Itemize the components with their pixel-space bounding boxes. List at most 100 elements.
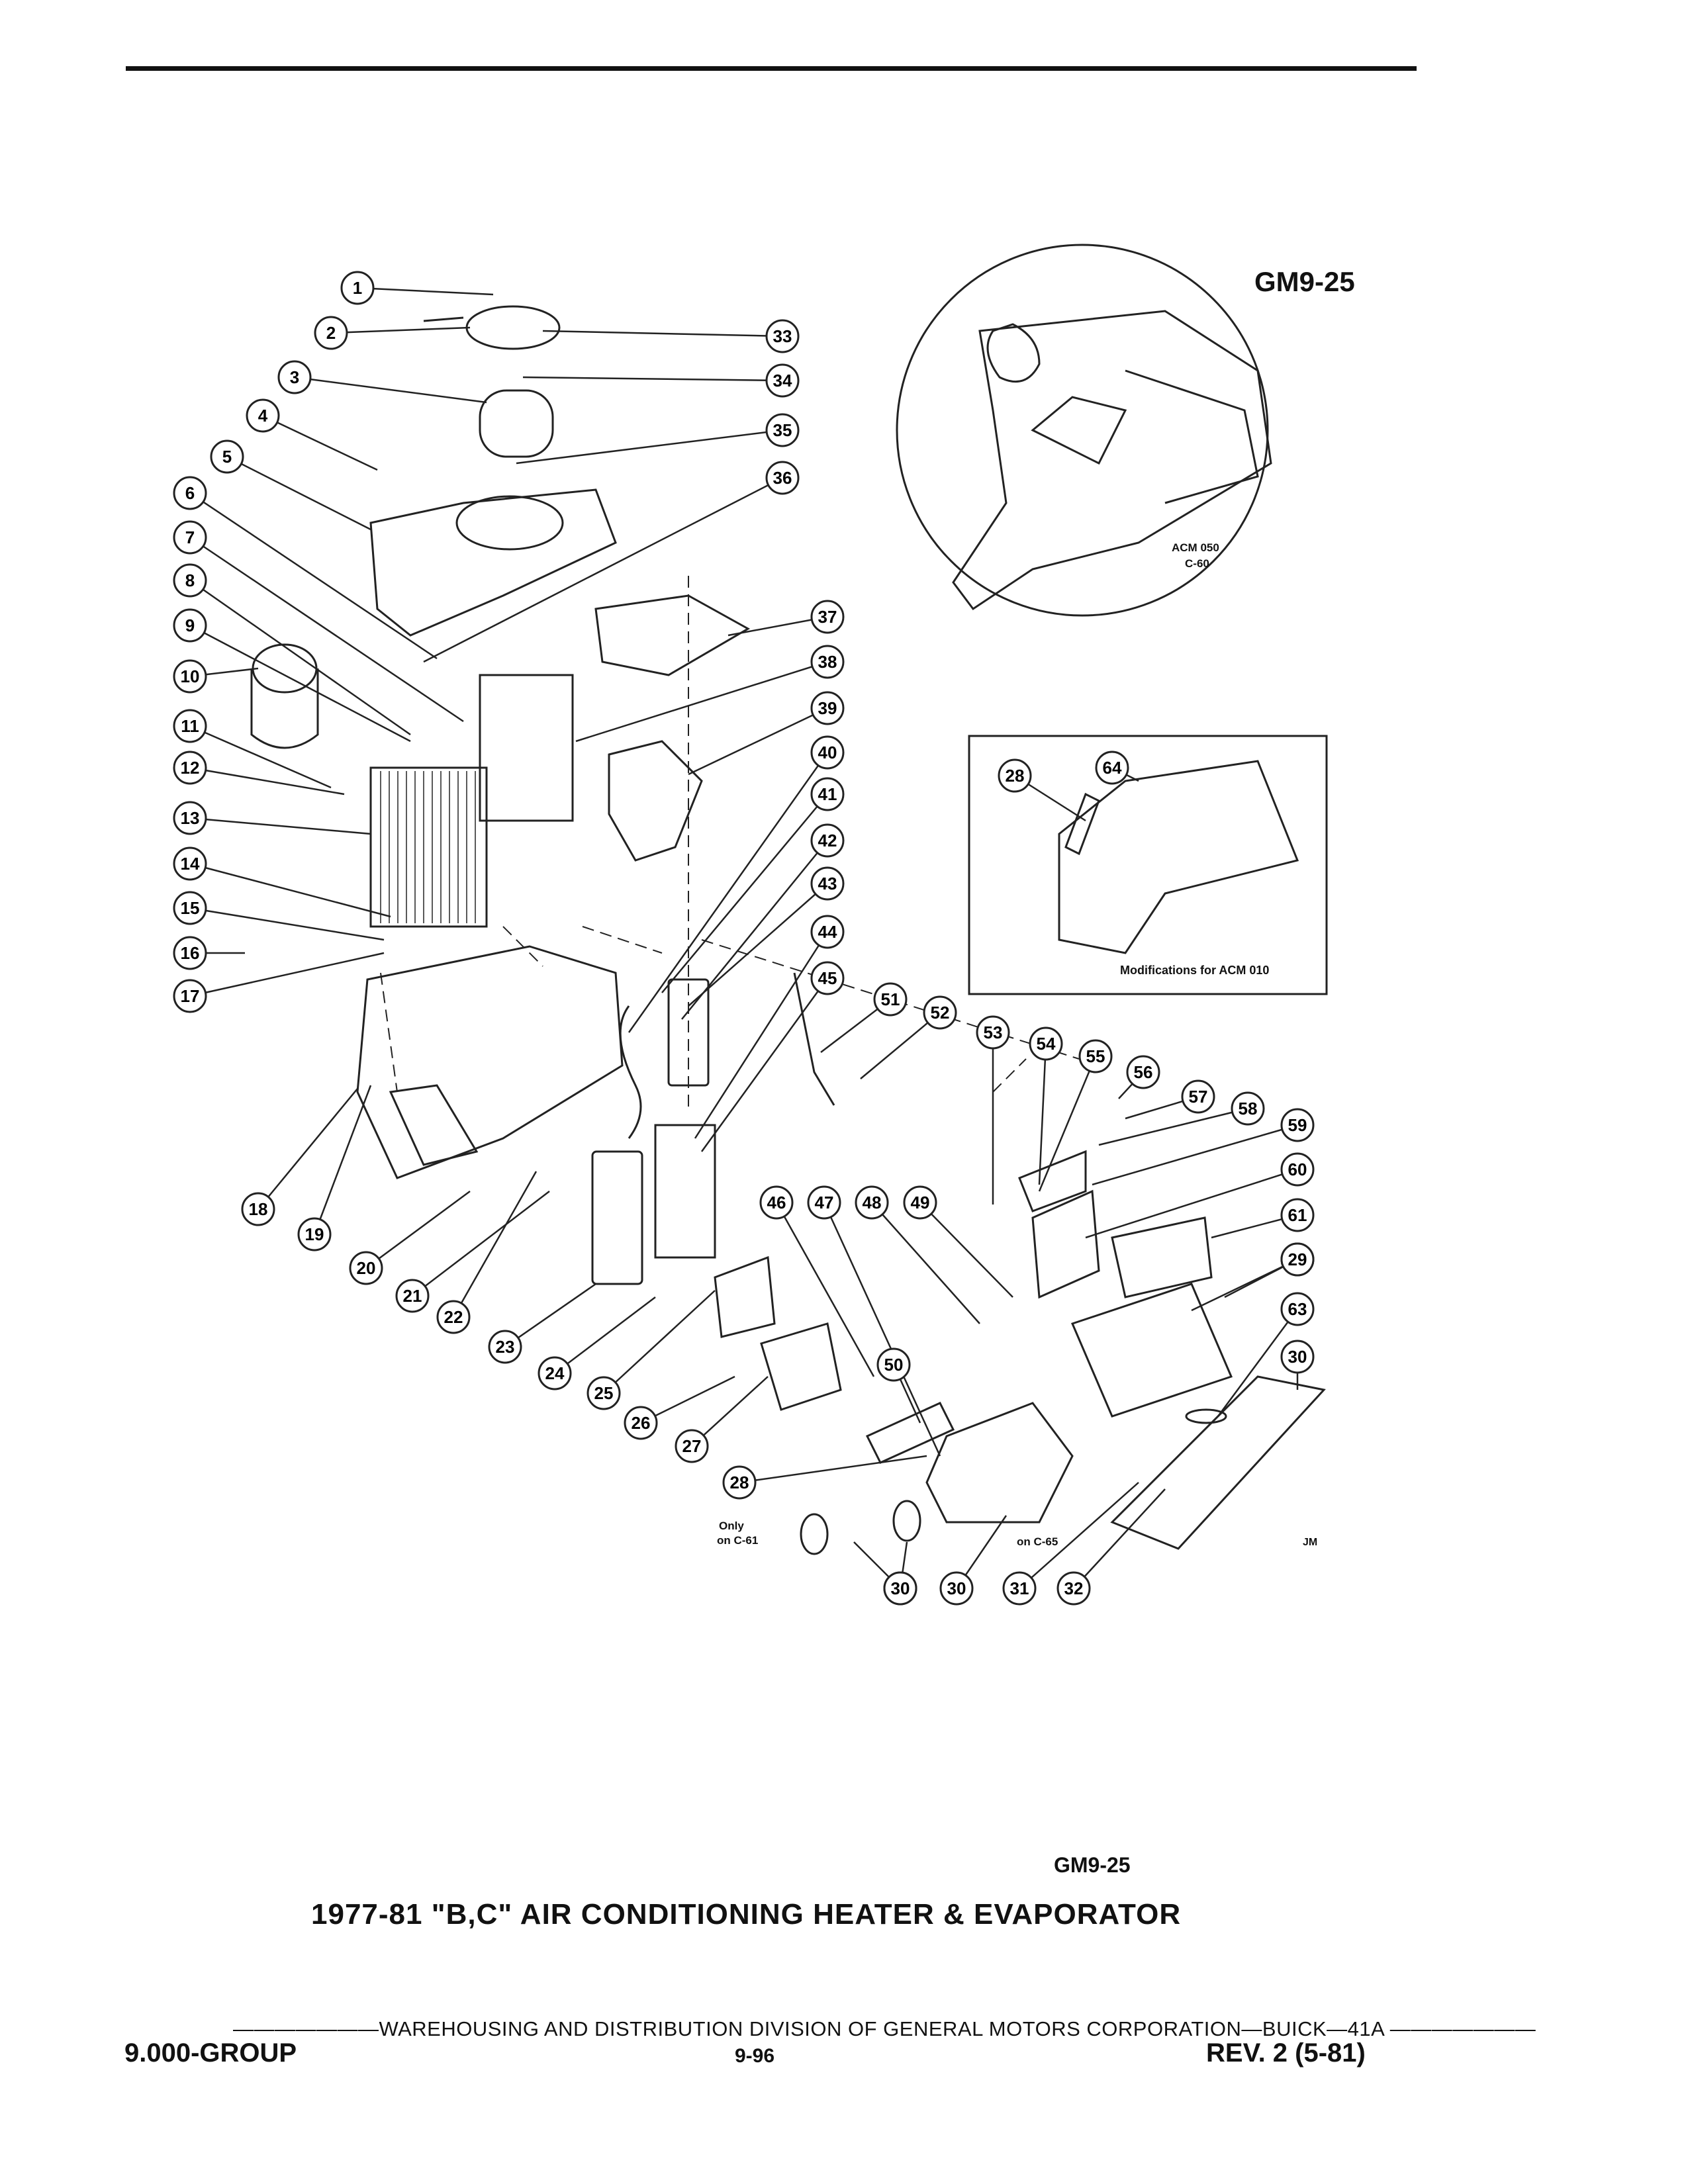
callout-number: 15 [181, 898, 200, 918]
callout-leader [575, 660, 828, 743]
callout-number: 13 [181, 808, 200, 828]
callout-bubble [173, 608, 207, 643]
only-label: Only [719, 1520, 744, 1532]
evaporator-core-frame-38 [479, 674, 574, 822]
callout-leader [1092, 1124, 1298, 1186]
callout-leader [189, 766, 345, 796]
callout-leader [871, 1202, 980, 1324]
blower-wheel [479, 389, 554, 458]
callout-number: 45 [818, 968, 837, 988]
callout-number: 30 [891, 1578, 910, 1598]
actuator-62 [1185, 1408, 1227, 1424]
artist-mark: JM [1303, 1537, 1318, 1548]
blower-case [369, 488, 617, 637]
callout-number: 6 [185, 483, 195, 503]
callout-leader [365, 1190, 471, 1269]
callout-number: 58 [1239, 1099, 1258, 1118]
temp-door-25 [714, 1255, 776, 1338]
duct-section-37 [594, 594, 751, 676]
callout-leader [189, 817, 371, 835]
callout-number: 51 [881, 989, 900, 1009]
callout-number: 64 [1103, 758, 1122, 778]
callout-bubble [883, 1571, 917, 1606]
air-outlet-28 [1070, 1283, 1233, 1418]
callout-leader [700, 978, 829, 1152]
callout-number: 63 [1288, 1299, 1307, 1319]
acm050-label: ACM 050 [1172, 541, 1219, 554]
callout-leader [1073, 1488, 1166, 1589]
callout-bubble [297, 1217, 332, 1251]
callout-bubble [759, 1185, 794, 1220]
heater-core-23 [591, 1150, 643, 1285]
callout-leader [452, 1171, 538, 1318]
callout-bubble [1280, 1242, 1315, 1277]
hose-51 [793, 972, 835, 1106]
gasket-63 [1110, 1375, 1326, 1550]
callout-leader [1019, 1482, 1139, 1589]
callout-number: 28 [730, 1473, 749, 1492]
callout-leader [262, 414, 378, 471]
callout-number: 30 [947, 1578, 966, 1598]
callout-bubble [873, 982, 908, 1017]
callout-bubble [624, 1406, 658, 1440]
drain-section-18 [389, 1084, 479, 1166]
callout-bubble [810, 691, 845, 725]
callout-number: 1 [353, 278, 362, 298]
callout-number: 48 [863, 1193, 882, 1212]
motor-vent-tube [423, 316, 464, 322]
modification-inset-box [968, 735, 1328, 995]
callout-number: 28 [1006, 766, 1025, 786]
callout-bubble [1280, 1292, 1315, 1326]
callout-number: 37 [818, 607, 837, 627]
callout-number: 43 [818, 874, 837, 893]
callout-number: 55 [1086, 1046, 1105, 1066]
callout-number: 7 [185, 527, 195, 547]
callout-bubble [1280, 1340, 1315, 1374]
callout-bubble [765, 363, 800, 398]
callout-leader [189, 624, 411, 743]
callout-number: 11 [181, 716, 199, 736]
callout-bubble [340, 271, 375, 305]
callout-number: 26 [632, 1413, 651, 1433]
callout-number: 34 [773, 371, 792, 390]
callout-bubble [314, 316, 348, 350]
callout-number: 54 [1037, 1034, 1056, 1054]
callout-bubble [277, 360, 312, 394]
callout-bubble [998, 758, 1032, 793]
figure-caption: 1977-81 "B,C" AIR CONDITIONING HEATER & … [311, 1898, 1182, 1931]
callout-bubble [1181, 1079, 1215, 1114]
cover-plate-60 [1031, 1189, 1100, 1299]
callout-bubble [923, 995, 957, 1030]
callout-leader [357, 287, 494, 296]
assembly-inset-circle [896, 244, 1269, 617]
callout-leader [189, 579, 411, 736]
callout-leader [423, 477, 783, 663]
callout-number: 52 [931, 1003, 950, 1023]
inset-duct-grille [1125, 369, 1259, 504]
callout-number: 19 [305, 1224, 324, 1244]
callout-number: 23 [496, 1337, 515, 1357]
callout-number: 24 [545, 1363, 565, 1383]
blower-opening [455, 495, 564, 551]
callout-leader [542, 330, 783, 338]
callout-number: 21 [403, 1286, 422, 1306]
callout-number: 44 [818, 922, 837, 942]
callout-bubble [173, 936, 207, 970]
callout-number: 33 [773, 326, 792, 346]
inset-evaporator-case [1031, 396, 1127, 465]
callout-number: 12 [181, 758, 200, 778]
callout-leader [258, 1088, 358, 1210]
plate-50 [865, 1402, 955, 1464]
heater-case-seal-44 [654, 1124, 716, 1259]
callout-number: 5 [222, 447, 232, 467]
callout-bubble [810, 600, 845, 634]
callout-number: 22 [444, 1307, 463, 1327]
callout-bubble [173, 891, 207, 925]
callout-number: 49 [911, 1193, 930, 1212]
callout-bubble [855, 1185, 889, 1220]
callout-leader [504, 1283, 596, 1348]
callout-number: 40 [818, 743, 837, 762]
callout-leader [860, 1012, 941, 1079]
heater-distributor-30 [925, 1402, 1074, 1524]
